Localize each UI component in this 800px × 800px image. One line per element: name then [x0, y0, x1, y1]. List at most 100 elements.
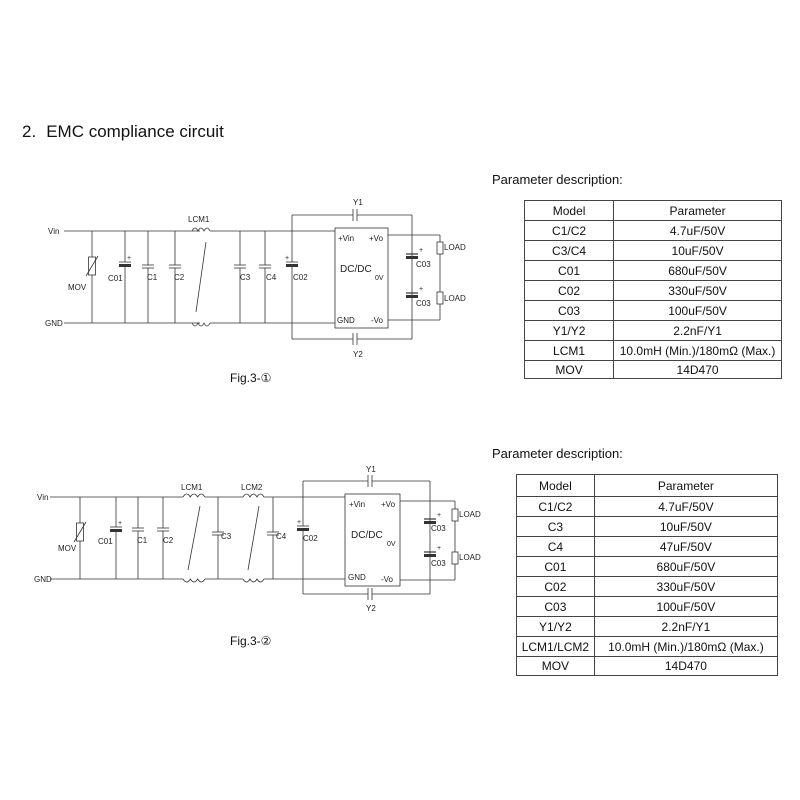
fig2-label-mov: MOV [58, 544, 77, 553]
fig1-label-c03a-plus: + [419, 247, 423, 254]
fig1-label-c03a: C03 [416, 260, 431, 269]
table-cell-model: C02 [523, 280, 615, 301]
fig2-label-c03a-plus: + [437, 512, 441, 519]
section-title: EMC compliance circuit [46, 122, 224, 141]
fig1-dcdc-module [334, 227, 389, 329]
fig1-label-gnd: GND [45, 319, 63, 328]
fig2-label-c2: C2 [163, 536, 174, 545]
section-heading: 2. EMC compliance circuit [22, 122, 224, 142]
table-cell-parameter: 680uF/50V [613, 260, 782, 281]
fig2-label-y1: Y1 [366, 465, 376, 474]
fig1-label-pvin: +Vin [338, 234, 354, 243]
table-cell-model: C1/C2 [523, 220, 615, 241]
fig1-label-c02: C02 [293, 273, 308, 282]
fig2-label-y2: Y2 [366, 604, 376, 613]
fig2-label-c1: C1 [137, 536, 148, 545]
table-cell-parameter: 2.2nF/Y1 [613, 320, 782, 341]
fig1-lcm1-bottom-coil [191, 322, 211, 327]
table-cell-model: C01 [516, 556, 595, 577]
fig1-label-c3: C3 [240, 273, 251, 282]
table-cell-parameter: 330uF/50V [613, 280, 782, 301]
fig2-label-c03b-plus: + [437, 545, 441, 552]
table-cell-model: C1/C2 [516, 496, 595, 517]
fig2-label-vin: Vin [37, 493, 48, 502]
table-cell-model: LCM1 [523, 340, 615, 361]
table-cell-parameter: 4.7uF/50V [613, 220, 782, 241]
table-cell-parameter: 100uF/50V [613, 300, 782, 321]
fig2-label-dcdc: DC/DC [351, 530, 383, 541]
table-header-parameter: Parameter [593, 474, 779, 497]
table-cell-model: Y1/Y2 [523, 320, 615, 341]
fig2-label-gnd: GND [34, 575, 52, 584]
fig2-label-module-gnd: GND [348, 573, 366, 582]
table-cell-model: C3 [516, 516, 595, 537]
fig2-label-c02-plus: + [297, 519, 301, 526]
fig1-label-c01-plus: + [127, 255, 131, 262]
table-cell-parameter: 10.0mH (Min.)/180mΩ (Max.) [613, 340, 782, 361]
fig2-label-c4: C4 [276, 532, 287, 541]
fig2-circuit [50, 475, 459, 600]
section-number: 2. [22, 122, 37, 141]
fig1-label-c1: C1 [147, 273, 158, 282]
table-cell-parameter: 10.0mH (Min.)/180mΩ (Max.) [593, 636, 779, 657]
table-header-row: Model Parameter [523, 200, 782, 221]
fig2-label-loadb: LOAD [459, 553, 481, 562]
fig1-lcm1-top-coil [191, 227, 211, 232]
fig2-label-c01-plus: + [118, 520, 122, 527]
table-cell-parameter: 14D470 [613, 360, 782, 379]
fig1-label-loadb: LOAD [444, 294, 466, 303]
fig2-label-pvo: +Vo [381, 500, 396, 509]
fig2-label-c01: C01 [98, 537, 113, 546]
table-header-row: Model Parameter [516, 474, 779, 497]
table-cell-model: C3/C4 [523, 240, 615, 261]
fig2-label-c02: C02 [303, 534, 318, 543]
table-cell-parameter: 100uF/50V [593, 596, 779, 617]
fig1-label-loada: LOAD [444, 243, 466, 252]
table-cell-parameter: 10uF/50V [593, 516, 779, 537]
fig1-label-y1: Y1 [353, 198, 363, 207]
table-header-model: Model [516, 474, 595, 497]
fig2-label-loada: LOAD [459, 510, 481, 519]
fig1-label-vin: Vin [48, 227, 59, 236]
table-header-model: Model [523, 200, 615, 221]
fig1-label-c03b: C03 [416, 299, 431, 308]
fig1-label-c2: C2 [174, 273, 185, 282]
table-cell-model: C03 [523, 300, 615, 321]
fig2-label-lcm1: LCM1 [181, 483, 203, 492]
fig2-label-c03a: C03 [431, 524, 446, 533]
fig1-param-title: Parameter description: [492, 172, 623, 187]
fig1-label-c03b-plus: + [419, 286, 423, 293]
fig2-label-mvo: -Vo [381, 575, 394, 584]
table-cell-model: C4 [516, 536, 595, 557]
fig1-label-0v: 0V [375, 275, 384, 282]
fig2-param-title: Parameter description: [492, 446, 623, 461]
fig1-label-c02-plus: + [285, 255, 289, 262]
table-cell-parameter: 4.7uF/50V [593, 496, 779, 517]
fig2-dcdc-module [344, 493, 401, 587]
table-cell-parameter: 14D470 [593, 656, 779, 676]
table-cell-parameter: 330uF/50V [593, 576, 779, 597]
fig2-label-0v: 0V [387, 541, 396, 548]
fig2-caption: Fig.3-② [230, 634, 272, 648]
table-header-parameter: Parameter [613, 200, 782, 221]
fig1-label-lcm1: LCM1 [188, 215, 210, 224]
table-cell-model: C03 [516, 596, 595, 617]
fig1-label-c01: C01 [108, 274, 123, 283]
fig2-labels: Vin GND MOV C01 + C1 C2 LCM1 C3 LCM2 C4 … [34, 465, 481, 613]
